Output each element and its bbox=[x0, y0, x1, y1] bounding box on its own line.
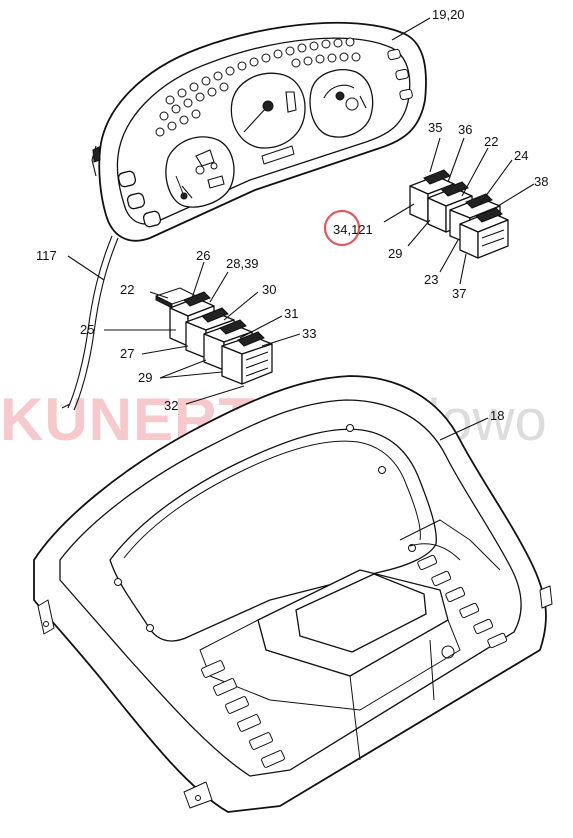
label-26: 26 bbox=[196, 248, 210, 263]
label-25: 25 bbox=[80, 322, 94, 337]
highlight-circle bbox=[323, 209, 361, 247]
housing-right-switch-slots bbox=[417, 554, 508, 649]
cable-harness bbox=[61, 235, 119, 411]
label-instrument-cluster: 19,20 bbox=[432, 7, 465, 22]
label-24: 24 bbox=[514, 148, 528, 163]
label-22-left: 22 bbox=[120, 282, 134, 297]
label-29-left: 29 bbox=[138, 370, 152, 385]
fuel-temperature-gauge bbox=[165, 136, 235, 208]
label-32: 32 bbox=[164, 398, 178, 413]
label-34-121: 34,121 bbox=[333, 222, 373, 237]
housing-left-switch-slots bbox=[201, 660, 285, 768]
label-35: 35 bbox=[428, 120, 442, 135]
part-labels: 19,20 35 36 22 24 38 34,121 29 23 37 117… bbox=[36, 7, 548, 423]
label-33: 33 bbox=[302, 326, 316, 341]
label-117: 117 bbox=[36, 248, 57, 263]
leader-lines bbox=[67, 17, 535, 441]
label-36: 36 bbox=[458, 122, 472, 137]
cluster-right-buttons bbox=[387, 48, 413, 101]
indicator-lamps-row bbox=[155, 37, 361, 137]
label-31: 31 bbox=[284, 306, 298, 321]
label-27: 27 bbox=[120, 346, 134, 361]
right-switch-cluster bbox=[409, 169, 509, 259]
left-switch-cluster bbox=[155, 287, 273, 385]
cluster-left-buttons bbox=[117, 170, 162, 228]
label-30: 30 bbox=[262, 282, 276, 297]
label-29-right: 29 bbox=[388, 246, 402, 261]
label-37: 37 bbox=[452, 286, 466, 301]
label-38: 38 bbox=[534, 174, 548, 189]
label-23: 23 bbox=[424, 272, 438, 287]
speedometer-gauge bbox=[230, 72, 306, 165]
label-22-right: 22 bbox=[484, 134, 498, 149]
tachometer-gauge bbox=[309, 69, 374, 138]
instrument-cluster bbox=[91, 21, 427, 242]
dashboard-housing bbox=[33, 375, 553, 813]
label-18: 18 bbox=[490, 408, 504, 423]
label-28-39: 28,39 bbox=[226, 256, 259, 271]
